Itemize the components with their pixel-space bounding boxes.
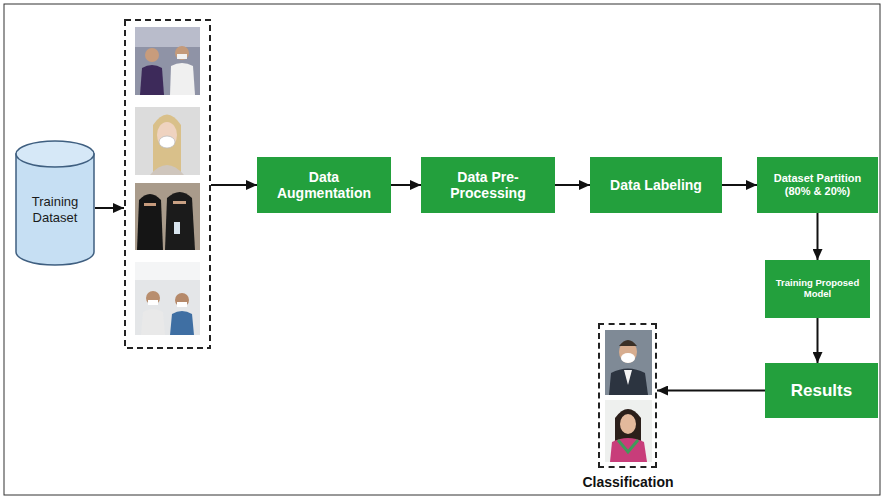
cylinder-body [16,154,94,265]
node-label: Training Dataset [15,180,95,225]
connector-line [95,207,124,209]
sample-strip [125,20,210,348]
connector [722,185,757,186]
process-box: Dataset Partition (80% & 20%) [757,157,878,213]
node-label: Classification [575,474,681,490]
sample-photo [135,27,200,95]
connector-line [555,184,590,186]
node-label: Data Augmentation [263,169,385,201]
connector [817,213,818,260]
result-photo [605,330,652,395]
sample-photo [135,183,200,250]
node-label: Data Labeling [610,177,702,193]
dataset-cylinder: Training Dataset [15,140,95,266]
process-box: Training Proposed Model [765,260,870,318]
connector-line [211,184,257,186]
result-box: Results [765,363,878,418]
connector [555,185,590,186]
connector-line [817,318,819,363]
node-label: Dataset Partition (80% & 20%) [763,172,872,197]
process-box: Data Labeling [590,157,722,213]
classification-group: Classification [575,322,681,497]
connector-line [722,184,757,186]
outer-frame [4,4,880,495]
connector [657,390,765,391]
connector [391,185,421,186]
connector [95,185,257,208]
connector-line [657,390,765,392]
connector-line [817,213,819,260]
process-box: Data Pre-Processing [421,157,555,213]
connector [817,318,818,363]
result-photo [605,400,652,462]
node-label: Results [791,381,852,401]
node-label: Data Pre-Processing [427,169,549,201]
node-label: Training Proposed Model [771,278,864,300]
connector-line [391,184,421,186]
process-box: Data Augmentation [257,157,391,213]
cylinder-top [16,141,94,167]
dashed-frame [598,323,657,468]
sample-photo [135,262,200,335]
sample-photo [135,107,200,175]
